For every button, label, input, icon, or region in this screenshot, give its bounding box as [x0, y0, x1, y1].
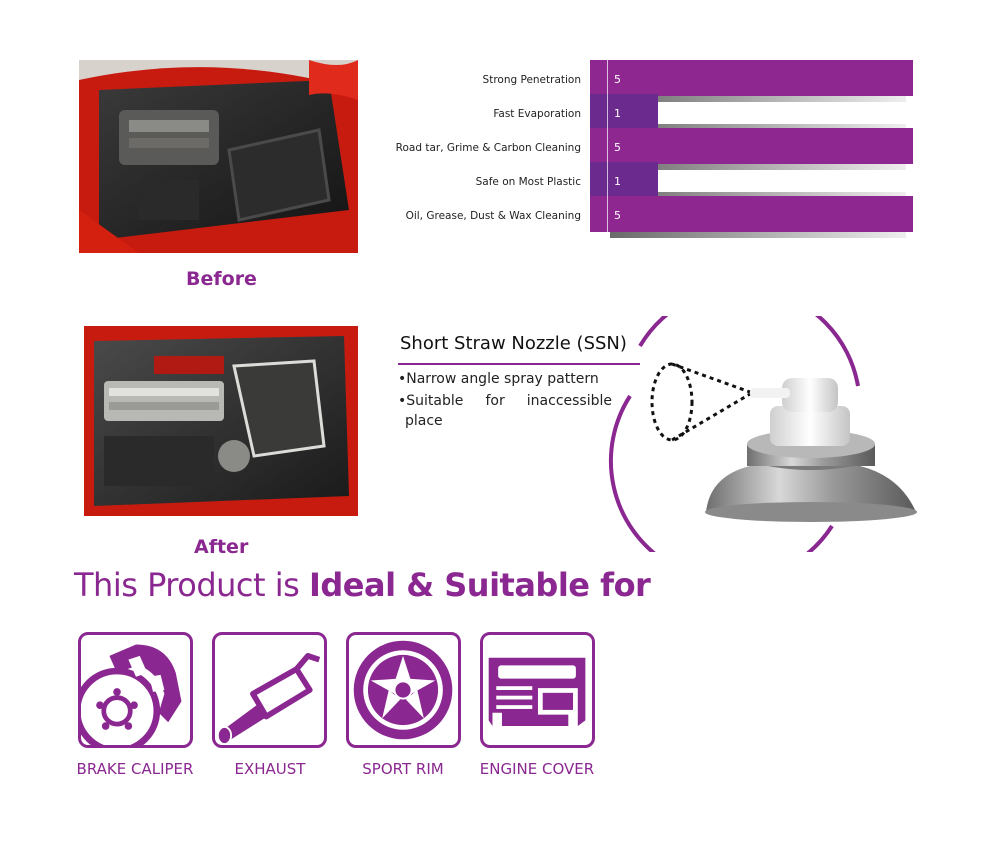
bar-value-label: 1	[614, 107, 621, 120]
after-engine-image	[84, 326, 358, 516]
engine-cover-tile	[480, 632, 595, 748]
bar-value-label: 5	[614, 73, 621, 86]
ideal-heading-prefix: This Product is	[74, 566, 309, 604]
bar-value-label: 5	[614, 141, 621, 154]
nozzle-bullet-suitable-cont: place	[405, 413, 443, 429]
bar-category-label: Safe on Most Plastic	[475, 176, 581, 188]
after-caption: After	[194, 536, 249, 558]
before-caption: Before	[186, 268, 257, 290]
exhaust-icon	[216, 653, 321, 745]
before-engine-photo	[79, 60, 358, 253]
exhaust-label: EXHAUST	[234, 760, 306, 778]
bar-category-label: Fast Evaporation	[493, 108, 581, 120]
bar-category-label: Strong Penetration	[482, 74, 581, 86]
before-engine-image	[79, 60, 358, 253]
ideal-heading-bold: Ideal & Suitable for	[308, 566, 651, 604]
bar	[590, 162, 658, 198]
bar	[590, 60, 913, 96]
after-engine-photo	[84, 326, 358, 516]
bar-value-label: 5	[614, 209, 621, 222]
nozzle-bullet-spray-pattern: •Narrow angle spray pattern	[398, 371, 599, 387]
sport-rim-label: SPORT RIM	[362, 760, 444, 778]
engine-cover-icon	[488, 657, 586, 727]
exhaust-tile	[212, 632, 327, 748]
nozzle-title-underline	[398, 363, 640, 365]
brake-caliper-tile	[78, 632, 193, 748]
spray-can-nozzle-graphic	[608, 316, 917, 552]
bar	[590, 128, 913, 164]
nozzle-title: Short Straw Nozzle (SSN)	[400, 333, 627, 354]
bar-category-label: Road tar, Grime & Carbon Cleaning	[395, 142, 581, 154]
brake-caliper-icon	[81, 644, 182, 745]
bar-value-label: 1	[614, 175, 621, 188]
engine-cover-label: ENGINE COVER	[479, 760, 595, 778]
ideal-heading: This Product is Ideal & Suitable for	[74, 566, 651, 604]
sport-rim-tile	[346, 632, 461, 748]
nozzle-bullet-suitable: •Suitable for inaccessible	[398, 393, 612, 409]
bar-category-label: Oil, Grease, Dust & Wax Cleaning	[405, 210, 581, 222]
bar	[590, 196, 913, 232]
bar	[590, 94, 658, 130]
chart-axis	[607, 60, 608, 236]
brake-caliper-label: BRAKE CALIPER	[76, 760, 194, 778]
sport-rim-icon	[353, 640, 453, 740]
